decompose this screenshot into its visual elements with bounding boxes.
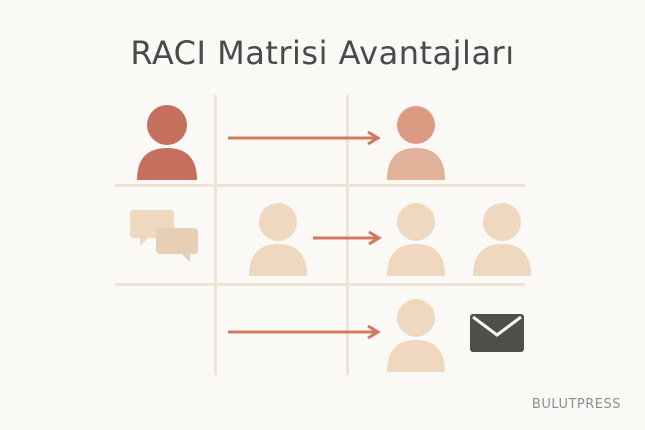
grid-horizontal-line-1 [115, 184, 525, 187]
informed-person-icon [387, 203, 445, 276]
chat-bubbles-icon [130, 210, 198, 262]
arrow-icon [228, 130, 381, 146]
informed-person-icon [473, 203, 531, 276]
page-title: RACI Matrisi Avantajları [130, 34, 515, 72]
grid-horizontal-line-2 [115, 283, 525, 286]
accountable-person-icon [137, 105, 197, 180]
grid-vertical-line-2 [346, 95, 349, 375]
arrow-icon [228, 324, 381, 340]
arrow-icon [313, 230, 382, 246]
mail-icon [470, 314, 524, 352]
informed-person-icon [387, 299, 445, 372]
consulted-person-icon [249, 203, 307, 276]
grid-vertical-line-1 [214, 95, 217, 375]
brand-watermark: BULUTPRESS [531, 397, 621, 412]
responsible-person-icon [387, 106, 445, 180]
